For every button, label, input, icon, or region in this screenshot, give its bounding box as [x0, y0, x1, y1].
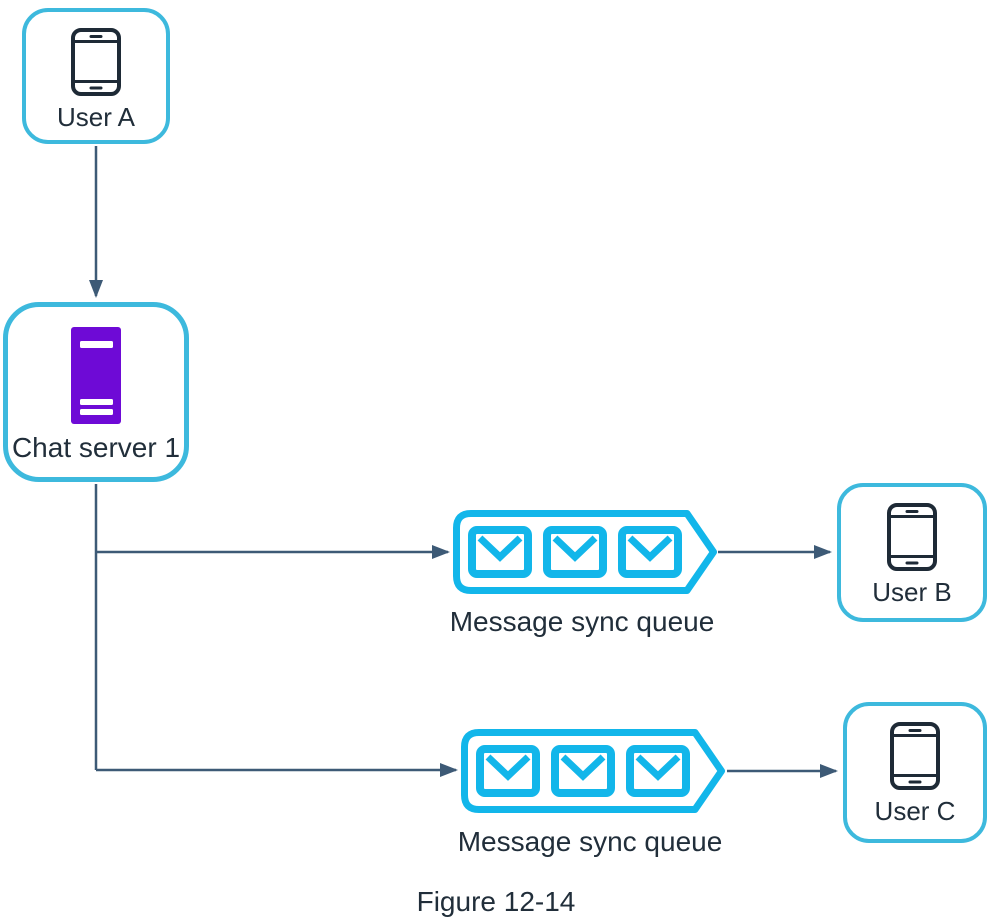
- node-label-user-c: User C: [874, 796, 956, 826]
- queue-top-label: Message sync queue: [449, 606, 715, 637]
- smartphone-icon: [71, 28, 121, 96]
- envelope-icon: [630, 749, 686, 793]
- node-label-chat-server-1: Chat server 1: [11, 432, 181, 463]
- node-user-b: User B: [837, 483, 987, 622]
- node-user-a: User A: [22, 8, 170, 144]
- envelope-icon: [555, 749, 611, 793]
- message-queue-bottom: [461, 729, 725, 813]
- message-queue-top: [453, 510, 717, 594]
- smartphone-icon: [887, 503, 937, 571]
- envelope-icon: [547, 530, 603, 574]
- envelope-icon: [472, 530, 528, 574]
- smartphone-icon: [890, 722, 940, 790]
- figure-caption: Figure 12-14: [416, 886, 576, 917]
- node-label-user-a: User A: [56, 102, 136, 132]
- envelope-icon: [480, 749, 536, 793]
- envelope-icon: [622, 530, 678, 574]
- queue-bottom-label: Message sync queue: [457, 826, 723, 857]
- node-chat-server-1: Chat server 1: [3, 302, 189, 482]
- node-user-c: User C: [843, 702, 987, 843]
- server-icon: [71, 327, 121, 424]
- node-label-user-b: User B: [872, 577, 952, 607]
